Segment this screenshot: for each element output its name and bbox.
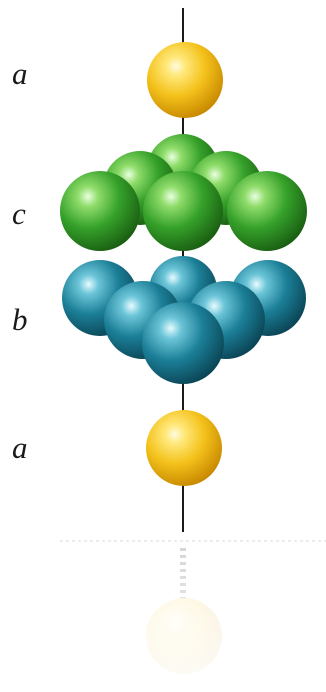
layer-b: [62, 256, 306, 384]
atom-bottom-a: [146, 410, 222, 486]
reflection-fade: [0, 538, 326, 688]
green-atom: [143, 171, 223, 251]
blue-atom: [142, 302, 224, 384]
layer-c: [60, 134, 307, 251]
layer-label-c: c: [12, 196, 26, 231]
layer-label-b: b: [12, 302, 28, 337]
layer-label-a-bottom: a: [12, 430, 28, 465]
atom-top-a: [147, 42, 223, 118]
layer-label-a-top: a: [12, 56, 28, 91]
green-atom: [227, 171, 307, 251]
green-atom: [60, 171, 140, 251]
